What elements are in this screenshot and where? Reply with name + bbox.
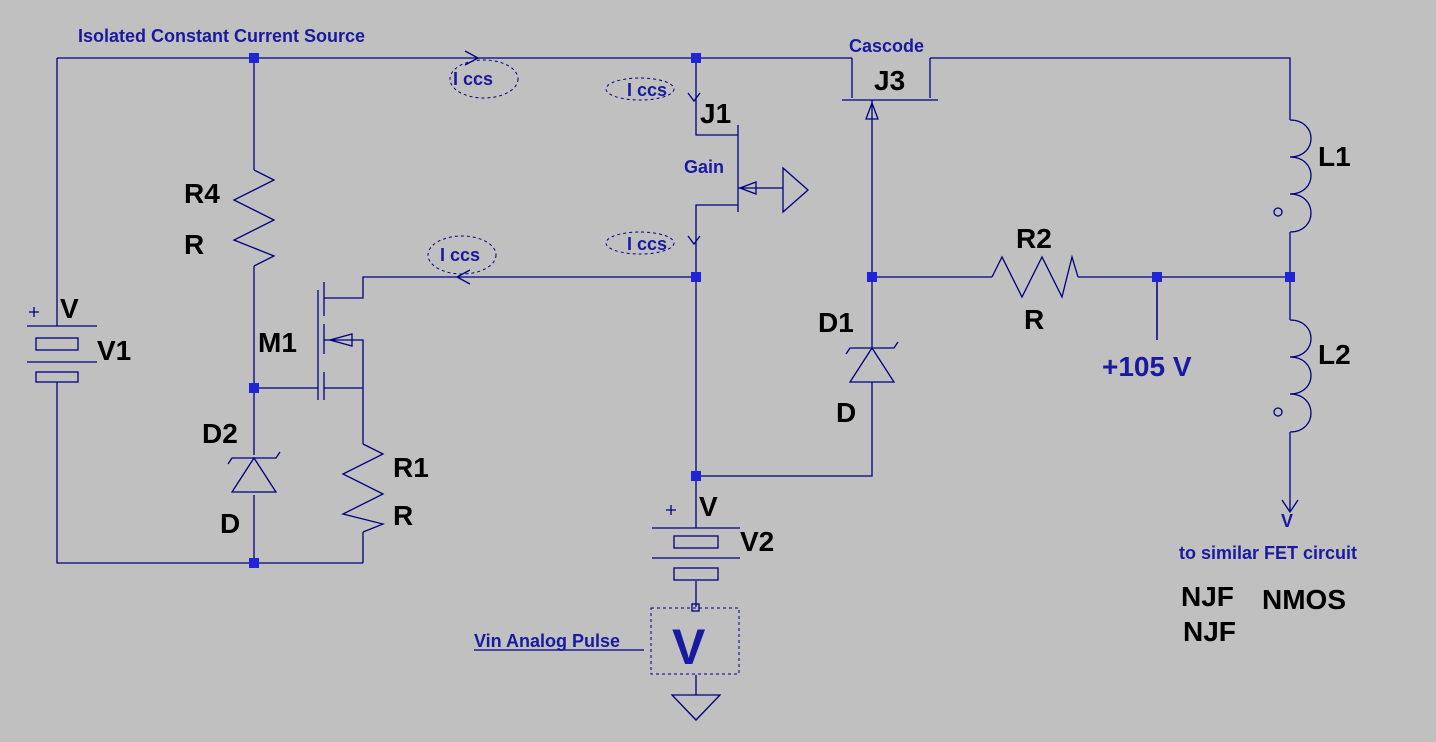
r4-value-label: R	[184, 229, 204, 260]
current-arrow-j1-top	[687, 92, 701, 103]
r2-name-label: R2	[1016, 223, 1052, 254]
current-label-mid: I ccs	[440, 245, 480, 265]
gain-label: Gain	[684, 157, 724, 177]
current-label-top: I ccs	[453, 69, 493, 89]
current-arrow-j1-bottom	[687, 235, 701, 246]
circuit-title: Isolated Constant Current Source	[78, 26, 365, 46]
vin-source-symbol	[474, 603, 740, 675]
output-note-label: to similar FET circuit	[1179, 543, 1357, 563]
v2-value-label: V	[699, 491, 718, 522]
v1-battery-symbol	[27, 307, 97, 383]
current-label-j1-bottom: I ccs	[627, 234, 667, 254]
l2-inductor-symbol	[1273, 319, 1312, 433]
v2-battery-symbol	[652, 505, 740, 581]
d2-name-label: D2	[202, 418, 238, 449]
r4-name-label: R4	[184, 178, 220, 209]
r1-value-label: R	[393, 500, 413, 531]
j1-name-label: J1	[700, 98, 731, 129]
model-label-njf-1: NJF	[1181, 581, 1234, 612]
current-arrow-top	[464, 50, 480, 66]
r1-name-label: R1	[393, 452, 429, 483]
l1-name-label: L1	[1318, 141, 1351, 172]
r4-resistor-symbol	[232, 169, 276, 267]
l2-name-label: L2	[1318, 339, 1351, 370]
l1-inductor-symbol	[1273, 119, 1312, 233]
vin-label: Vin Analog Pulse	[474, 631, 620, 651]
current-label-j1-top: I ccs	[627, 80, 667, 100]
m1-name-label: M1	[258, 327, 297, 358]
m1-nmos-symbol	[317, 282, 364, 400]
current-arrow-mid	[455, 269, 471, 285]
j3-name-label: J3	[874, 65, 905, 96]
v1-name-label: V1	[97, 335, 131, 366]
d1-value-label: D	[836, 397, 856, 428]
current-probe-ellipses	[427, 59, 675, 275]
output-arrow-symbol	[1281, 499, 1299, 514]
vin-symbol-glyph: V	[672, 619, 706, 675]
j3-njf-symbol	[842, 58, 938, 122]
d2-value-label: D	[220, 508, 240, 539]
net-label-105v: +105 V	[1102, 351, 1192, 382]
j1-njf-symbol	[737, 125, 809, 214]
model-label-njf-2: NJF	[1183, 616, 1236, 647]
junction-dots	[249, 53, 1295, 568]
d2-zener-symbol	[227, 451, 281, 493]
v1-value-label: V	[60, 293, 79, 324]
r2-value-label: R	[1024, 304, 1044, 335]
model-label-nmos: NMOS	[1262, 584, 1346, 615]
wires	[56, 57, 1291, 695]
cascode-label: Cascode	[849, 36, 924, 56]
output-pin-label: V	[1281, 511, 1293, 531]
r2-resistor-symbol	[991, 254, 1079, 299]
d1-zener-symbol	[845, 341, 899, 383]
v2-name-label: V2	[740, 526, 774, 557]
d1-name-label: D1	[818, 307, 854, 338]
ground-symbol	[670, 694, 722, 721]
r1-resistor-symbol	[341, 443, 386, 533]
